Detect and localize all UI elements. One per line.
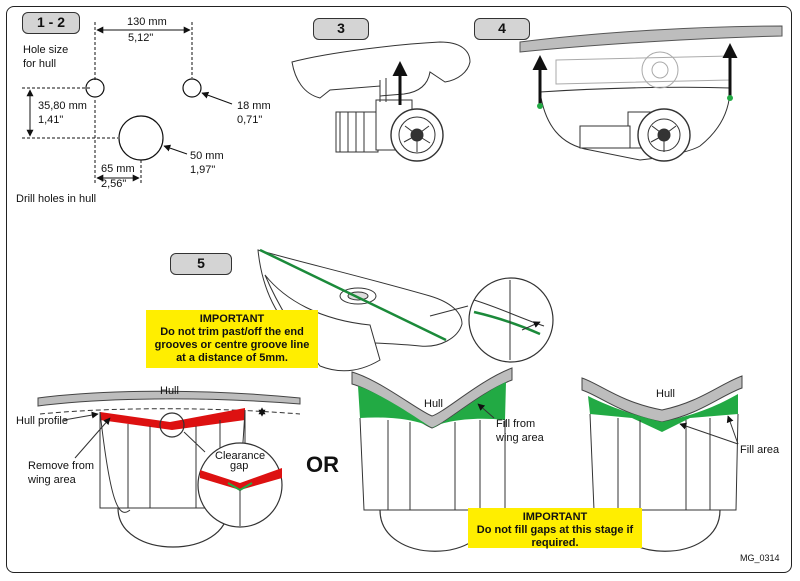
drill-note: Drill holes in hull [16, 193, 97, 205]
fill-area-label: Fill area [740, 444, 780, 456]
trim-panel-drawing [37, 390, 301, 548]
important-fill-heading: IMPORTANT [522, 511, 588, 523]
height-mm-label: 35,80 mm [38, 100, 87, 112]
figure-code: MG_0314 [740, 553, 780, 563]
or-label: OR [306, 452, 339, 477]
hole-layout-drawing [22, 22, 233, 185]
step-4-drawing [519, 25, 783, 162]
remove-label-line2: wing area [28, 474, 76, 486]
important-fill-note: IMPORTANT Do not fill gaps at this stage… [468, 508, 642, 549]
large-hole-in-label: 1,97" [190, 164, 216, 176]
hull-label-left: Hull [160, 385, 179, 397]
hull-strip-right [581, 375, 743, 423]
clearance-label-line1: Clearance [215, 450, 266, 462]
fill-area-green-right [588, 394, 738, 432]
spacing-mm-label: 130 mm [127, 16, 167, 28]
hull-profile-line [39, 408, 301, 415]
step-3-drawing [291, 41, 471, 162]
offset-mm-label: 65 mm [101, 163, 135, 175]
fill-label-line2: wing area [496, 432, 544, 444]
detail-circle-5 [468, 277, 554, 363]
step-badge-3: 3 [313, 18, 369, 40]
step-badge-4: 4 [474, 18, 530, 40]
height-in-label: 1,41" [38, 114, 64, 126]
clearance-label-line2: gap [230, 460, 249, 472]
important-trim-note: IMPORTANT Do not trim past/off the end g… [146, 310, 318, 368]
hole-size-label-line2: for hull [23, 58, 57, 70]
figure-frame [6, 6, 792, 573]
removal-area-red [100, 408, 245, 430]
large-hole-mm-label: 50 mm [190, 150, 224, 162]
hole-left-18mm [85, 78, 105, 98]
fill-label-line1: Fill from [496, 418, 536, 430]
detail-marker-circle [159, 412, 185, 438]
leader-18mm [201, 91, 233, 105]
step-badge-1-2: 1 - 2 [22, 12, 80, 34]
hull-label-right: Hull [656, 388, 675, 400]
remove-label-line1: Remove from [28, 460, 95, 472]
step-badge-5: 5 [170, 253, 232, 275]
hole-size-label-line1: Hole size [23, 44, 69, 56]
fill-panel-right-drawing [581, 375, 743, 552]
leader-50mm [163, 144, 188, 155]
hull-label-middle: Hull [424, 398, 443, 410]
small-hole-in-label: 0,71" [237, 114, 263, 126]
centre-groove-line [259, 248, 447, 342]
hole-centre-50mm [118, 115, 164, 161]
hull-section-4 [519, 25, 783, 53]
hull-strip-left [37, 390, 301, 407]
fill-area-green-middle [358, 382, 506, 428]
hole-right-18mm [182, 78, 202, 98]
important-trim-body: Do not trim past/off the end grooves or … [154, 326, 310, 364]
important-fill-body: Do not fill gaps at this stage if requir… [476, 524, 634, 549]
small-hole-mm-label: 18 mm [237, 100, 271, 112]
offset-in-label: 2,56" [101, 178, 127, 190]
important-trim-heading: IMPORTANT [199, 313, 265, 325]
spacing-in-label: 5,12" [128, 32, 154, 44]
hull-profile-label: Hull profile [16, 415, 68, 427]
